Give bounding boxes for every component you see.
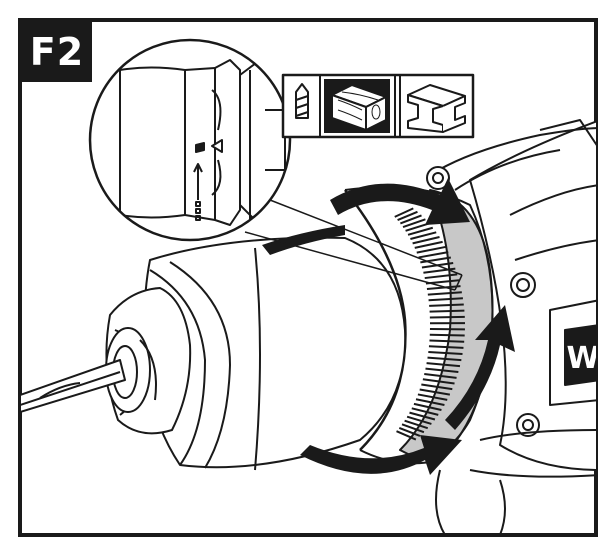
knurl-ridge [430,311,465,312]
wood-plank-icon [324,79,390,133]
drill-badge-text: W [566,341,599,376]
figure-label: F2 [22,22,92,82]
mode-icon-strip [283,75,473,137]
knurl-ridge [429,341,464,342]
knurl-ridge [430,335,465,336]
callout-magnifier [90,40,290,240]
knurl-ridge [430,317,465,318]
